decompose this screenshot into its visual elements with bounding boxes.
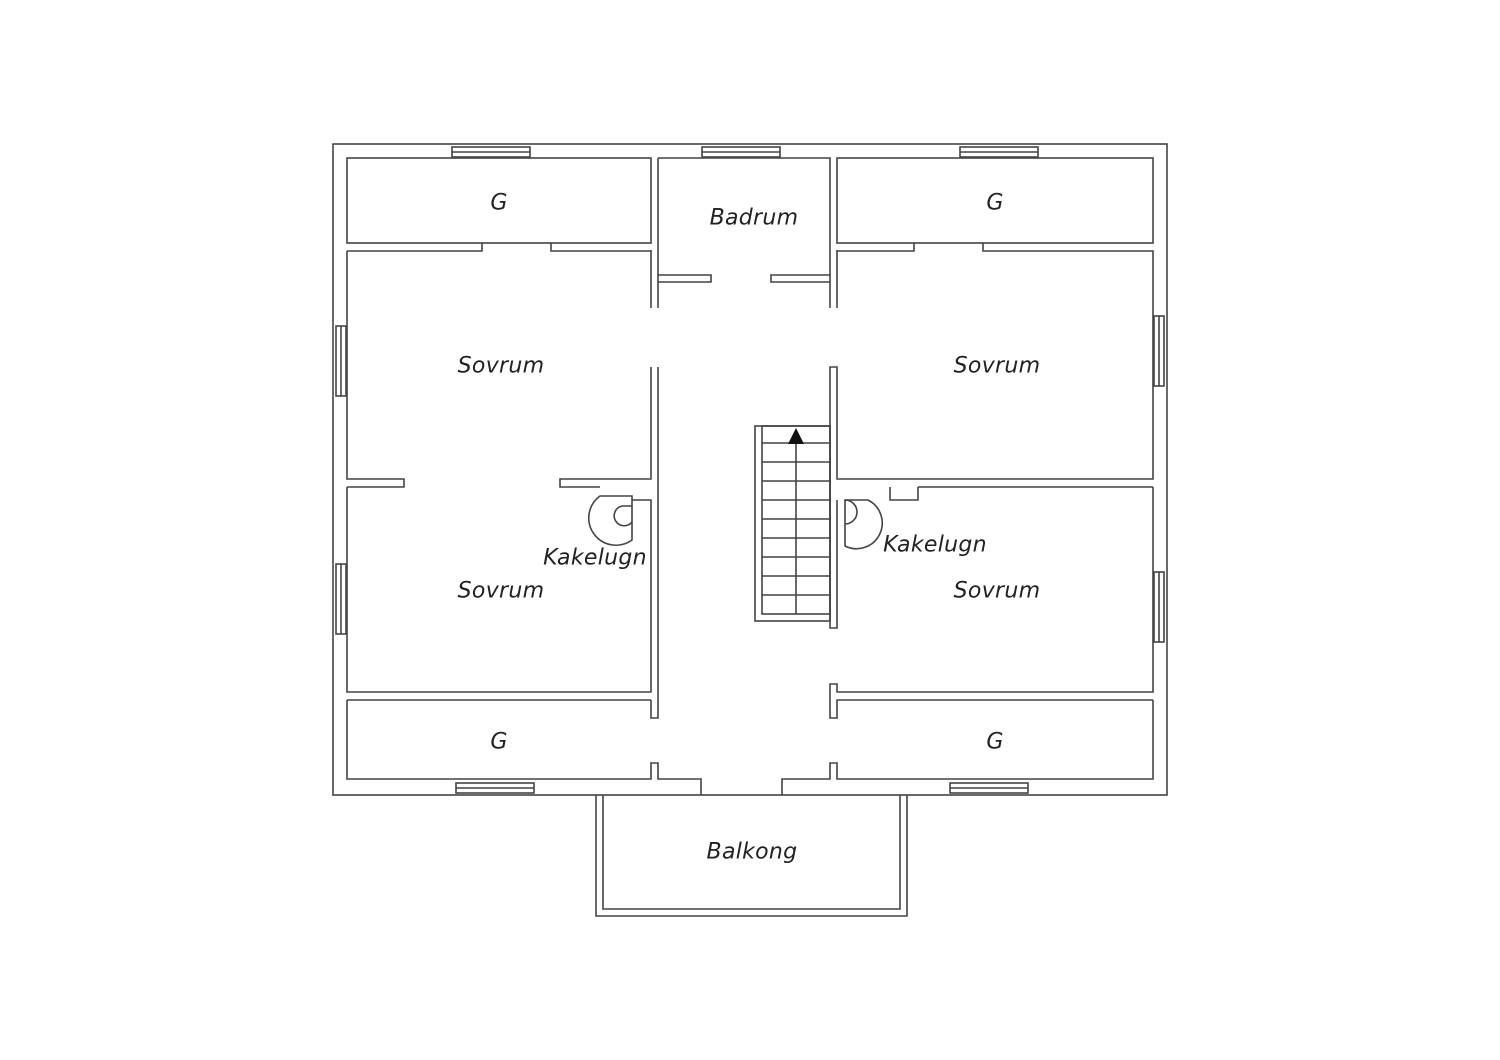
room-label-bathroom: Badrum — [709, 205, 799, 231]
room-label-closet: G — [986, 729, 1004, 755]
stove-label: Kakelugn — [543, 545, 647, 571]
closet-top-right — [836, 157, 1154, 244]
bedroom-top-right-walls — [829, 243, 1154, 629]
bedroom-top-left-walls — [346, 243, 659, 719]
outer-wall — [332, 143, 1168, 796]
room-label-bedroom: Sovrum — [457, 353, 545, 379]
tiled-stove-icon — [844, 499, 884, 550]
bedroom-bottom-left-walls — [346, 487, 652, 701]
closet-bottom-right — [781, 700, 1154, 795]
stove-label: Kakelugn — [883, 532, 987, 558]
windows — [335, 146, 1165, 794]
closet-top-left — [346, 157, 652, 244]
room-label-closet: G — [986, 190, 1004, 216]
closet-bottom-left — [346, 700, 702, 795]
room-label-closet: G — [490, 190, 508, 216]
room-label-bedroom: Sovrum — [953, 353, 1041, 379]
room-label-bedroom: Sovrum — [953, 578, 1041, 604]
room-label-bedroom: Sovrum — [457, 578, 545, 604]
balcony — [595, 795, 908, 917]
staircase — [754, 425, 831, 622]
room-label-closet: G — [490, 729, 508, 755]
bedroom-bottom-right-walls — [829, 487, 1154, 719]
room-label-balcony: Balkong — [706, 839, 798, 865]
bathroom-walls — [650, 157, 838, 308]
stair-arrow-icon — [788, 428, 804, 444]
tiled-stove-icon — [587, 495, 633, 547]
